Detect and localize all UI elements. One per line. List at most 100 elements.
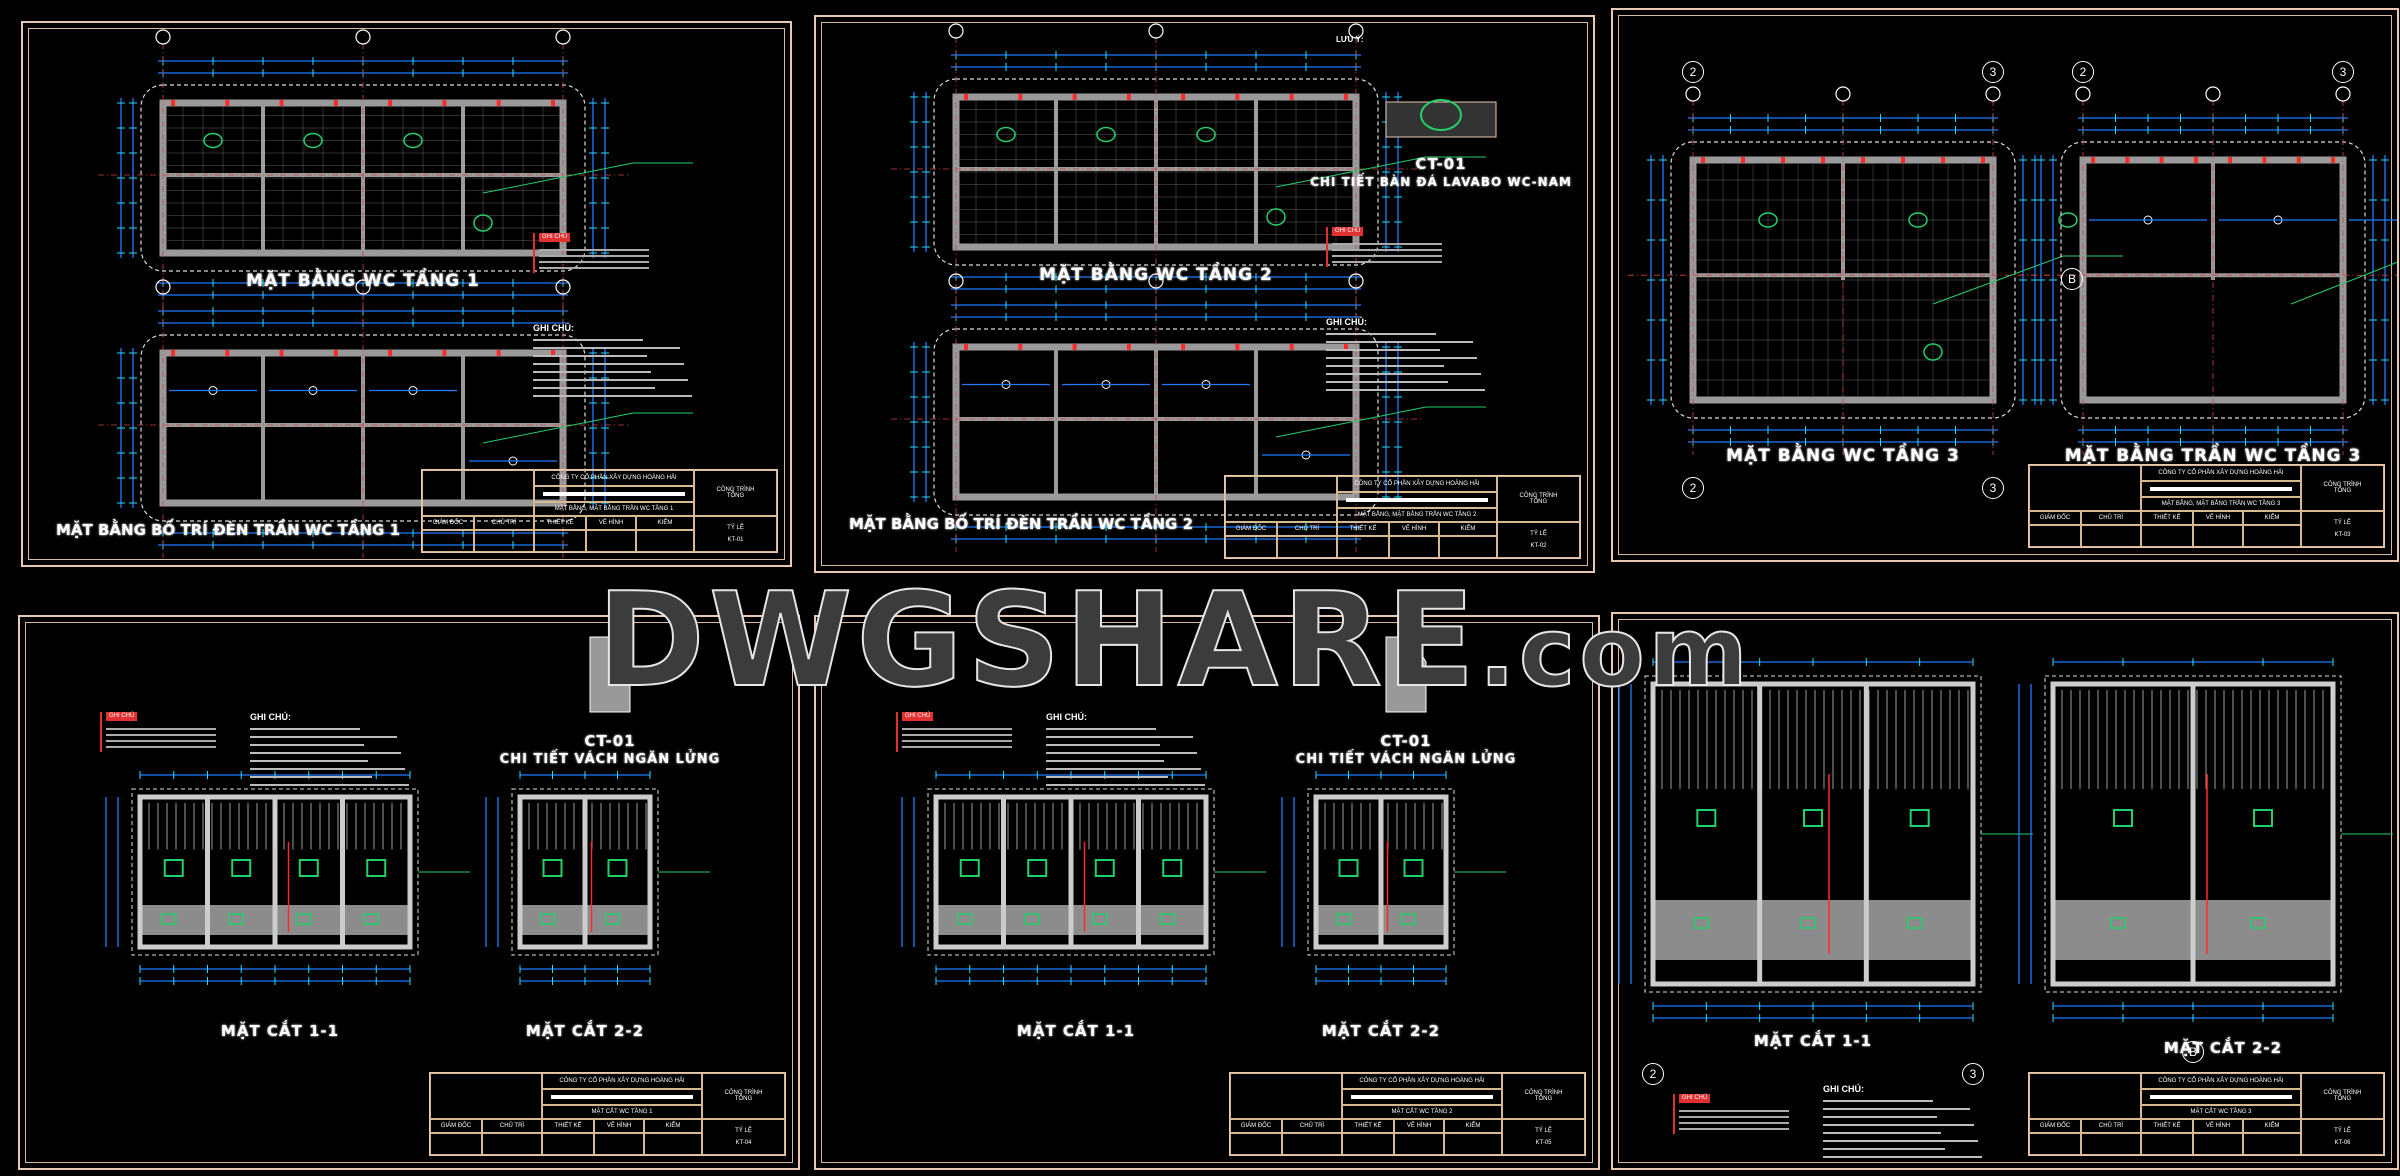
title-block-blank xyxy=(2029,465,2141,511)
section-title: MẶT CẮT 1-1 xyxy=(220,1022,340,1040)
title-block-bar xyxy=(1337,492,1497,508)
marker xyxy=(1344,94,1348,100)
company-name: CÔNG TY CỔ PHẦN XÂY DỰNG HOÀNG HẢI xyxy=(542,1073,702,1089)
mirror-icon xyxy=(298,859,319,877)
toilet-icon xyxy=(303,132,323,149)
scale-label: TỶ LỆ xyxy=(1535,1128,1552,1134)
legend-block: GHI CHÚ xyxy=(533,233,649,273)
legend-line xyxy=(1679,1128,1789,1130)
note-line xyxy=(533,395,692,397)
toilet-icon xyxy=(1096,126,1116,143)
grid-label: B xyxy=(2182,1041,2204,1063)
grid-label: 3 xyxy=(2332,61,2354,83)
note-line xyxy=(1823,1124,1974,1126)
marker xyxy=(1781,157,1785,163)
marker xyxy=(2091,157,2095,163)
header-cell: GIÁM ĐỐC xyxy=(1230,1119,1282,1133)
legend-line xyxy=(902,746,1012,748)
note-line xyxy=(1823,1148,1945,1150)
toilet-icon xyxy=(203,132,223,149)
note-line xyxy=(250,760,368,762)
toilet-icon xyxy=(1335,913,1352,925)
note-line xyxy=(250,736,397,738)
sheet-graphics xyxy=(105,636,710,985)
toilet-icon xyxy=(2058,212,2078,228)
detail-code: CT-01 xyxy=(1380,732,1432,750)
grid-bubble xyxy=(1835,86,1851,102)
note-line xyxy=(1046,768,1201,770)
sign-cell xyxy=(1389,536,1439,558)
drawing-name: MẶT CẮT WC TẦNG 3 xyxy=(2141,1105,2301,1119)
legend-line xyxy=(1332,243,1442,245)
project-value: TỔNG xyxy=(1529,499,1548,505)
grid-bubble xyxy=(155,279,171,295)
marker xyxy=(1126,344,1131,350)
bar-fill xyxy=(1350,1095,1494,1099)
header-cell: CHỦ TRÌ xyxy=(474,516,534,530)
mirror-icon xyxy=(2113,809,2133,827)
title-block-bar xyxy=(1342,1089,1502,1105)
drawing-name: MẶT CẮT WC TẦNG 2 xyxy=(1342,1105,1502,1119)
floor-plan xyxy=(98,279,693,558)
note-line xyxy=(533,387,655,389)
project-value: TỔNG xyxy=(2333,1096,2352,1102)
grid-label: 2 xyxy=(1682,477,1704,499)
bar-fill xyxy=(2149,487,2293,491)
legend-line xyxy=(106,734,216,736)
note-line xyxy=(1326,349,1440,351)
grid-label: 3 xyxy=(1982,477,2004,499)
legend-line xyxy=(902,728,1012,730)
marker xyxy=(388,100,393,106)
note-line xyxy=(250,784,409,786)
note-line xyxy=(1326,381,1448,383)
sign-cell xyxy=(586,530,636,552)
title-block-bar xyxy=(542,1089,702,1105)
sign-cell xyxy=(2029,1133,2081,1155)
sheet-number: KT-03 xyxy=(2334,532,2351,538)
marker xyxy=(964,94,968,100)
notes-block: GHI CHÚ: xyxy=(250,712,409,792)
header-cell: GIÁM ĐỐC xyxy=(2029,1119,2081,1133)
notes-block: GHI CHÚ: xyxy=(1046,712,1205,792)
grid-bubble xyxy=(1148,23,1164,39)
sign-cell xyxy=(2141,525,2193,547)
company-name: CÔNG TY CỔ PHẦN XÂY DỰNG HOÀNG HẢI xyxy=(2141,1073,2301,1089)
grid-bubble xyxy=(1348,23,1364,39)
mirror-icon xyxy=(1027,859,1048,877)
title-block-blank xyxy=(1225,476,1337,522)
section-title: MẶT CẮT 2-2 xyxy=(1321,1022,1441,1040)
company-name: CÔNG TY CỔ PHẦN XÂY DỰNG HOÀNG HẢI xyxy=(2141,465,2301,481)
marker xyxy=(388,350,393,356)
toilet-icon xyxy=(539,913,556,925)
marker xyxy=(1072,344,1077,350)
bar-fill xyxy=(1345,498,1489,502)
lavabo-icon xyxy=(1420,99,1462,131)
note-line xyxy=(1326,373,1481,375)
sign-cell xyxy=(594,1133,644,1155)
header-cell: CHỦ TRÌ xyxy=(2081,511,2141,525)
toilet-icon xyxy=(1159,913,1175,925)
toilet-icon xyxy=(1800,917,1816,929)
plan-title: MẶT BẰNG WC TẦNG 2 xyxy=(1039,265,1273,285)
notes-title: GHI CHÚ: xyxy=(1326,317,1367,327)
legend-line xyxy=(1679,1116,1789,1118)
marker xyxy=(1941,157,1945,163)
marker xyxy=(1235,344,1240,350)
notes-title: GHI CHÚ: xyxy=(1046,712,1087,722)
sign-cell xyxy=(1439,536,1497,558)
header-cell: KIỂM xyxy=(1444,1119,1502,1133)
mirror-icon xyxy=(1162,859,1183,877)
grid-bubble xyxy=(355,279,371,295)
marker xyxy=(1821,157,1825,163)
floor-plan xyxy=(98,29,693,308)
sign-cell xyxy=(1394,1133,1444,1155)
legend-line xyxy=(539,255,649,257)
